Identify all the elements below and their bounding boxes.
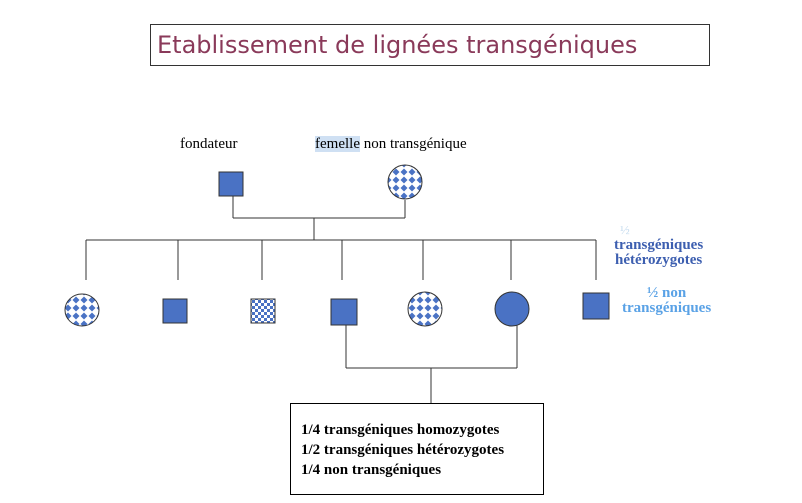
offspring-3-male	[250, 298, 276, 324]
offspring-6-female	[494, 291, 530, 327]
offspring-4-male	[330, 298, 358, 326]
father-square	[218, 171, 244, 197]
result-box: 1/4 transgéniques homozygotes 1/2 transg…	[290, 403, 544, 495]
mother-label: femelle non transgénique	[315, 136, 467, 153]
legend-transgenic-fraction: ½	[620, 222, 630, 237]
offspring-7-male	[582, 292, 610, 320]
legend-nontransgenic-line1: ½ non	[647, 285, 687, 301]
page-title: Etablissement de lignées transgéniques	[150, 24, 710, 66]
result-heterozygous: 1/2 transgéniques hétérozygotes	[301, 442, 505, 458]
legend-transgenic-line2: hétérozygotes	[615, 252, 703, 268]
mother-circle	[387, 164, 423, 200]
offspring-2-male	[162, 298, 188, 324]
offspring-1-female	[64, 293, 100, 327]
legend-transgenic-label: transgéniques hétérozygotes	[614, 238, 703, 268]
offspring-5-female	[407, 291, 443, 327]
result-nontransgenic: 1/4 non transgéniques	[301, 462, 442, 478]
mother-label-rest: non transgénique	[359, 136, 467, 152]
father-label: fondateur	[180, 136, 238, 152]
legend-transgenic-line1: transgéniques	[614, 237, 704, 253]
pedigree-lines	[85, 196, 597, 403]
mother-label-highlight: femelle	[315, 136, 360, 152]
legend-nontransgenic-line2: transgéniques	[622, 300, 712, 316]
legend-nontransgenic-label: ½ non transgéniques	[622, 286, 711, 316]
result-homozygous: 1/4 transgéniques homozygotes	[301, 422, 500, 438]
